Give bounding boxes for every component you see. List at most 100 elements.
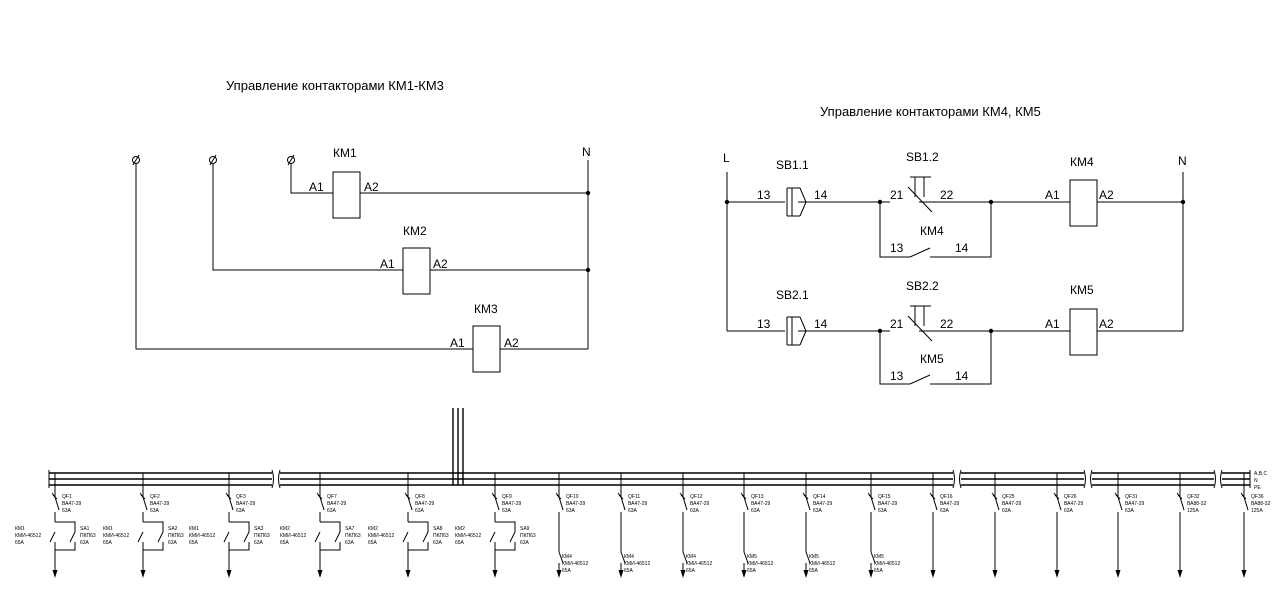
breaker-rating: 63А <box>813 508 823 514</box>
breaker-type: ВА88-32 <box>1251 501 1271 507</box>
terminal-13: 13 <box>890 369 904 383</box>
breaker-label: QF16 <box>940 494 953 500</box>
arrow-down-icon <box>1177 568 1183 578</box>
breaker-rating: 63А <box>62 508 72 514</box>
contactor-type: КМИ-46512 <box>15 533 41 539</box>
arrow-down-icon <box>1241 568 1247 578</box>
breaker-icon <box>1115 494 1123 511</box>
breaker-icon <box>992 494 1000 511</box>
contactor-icon <box>489 531 496 543</box>
n-label: N <box>1178 154 1187 168</box>
switch-rating: 63А <box>345 540 355 546</box>
switch-type: ПКП63 <box>168 533 184 539</box>
breaker-rating: 63А <box>628 508 638 514</box>
breaker-type: ВА47-29 <box>415 501 435 507</box>
contactor-icon <box>314 531 321 543</box>
switch-icon <box>422 531 429 543</box>
breaker-rating: 63А <box>1064 508 1074 514</box>
contactor-rating: 65А <box>809 568 819 574</box>
contactor-type: КМИ-46512 <box>562 561 588 567</box>
coil-km2 <box>402 247 431 295</box>
breaker-icon <box>226 494 234 511</box>
contactor-type: КМИ-46512 <box>368 533 394 539</box>
contactor-type: КМИ-46512 <box>189 533 215 539</box>
switch-label: SA3 <box>254 526 264 532</box>
breaker-label: QF32 <box>1187 494 1200 500</box>
contactor-rating: 65А <box>624 568 634 574</box>
switch-rating: 63А <box>254 540 264 546</box>
breaker-label: QF1 <box>62 494 72 500</box>
contactor-type: КМИ-46512 <box>280 533 306 539</box>
breaker-label: QF13 <box>751 494 764 500</box>
switch-label: SA7 <box>345 526 355 532</box>
breaker-icon <box>1241 494 1249 511</box>
switch-rating: 63А <box>168 540 178 546</box>
breaker-type: ВА47-29 <box>690 501 710 507</box>
terminal-a1: A1 <box>450 336 465 350</box>
pushbutton-label: SB1.2 <box>906 150 939 164</box>
contactor-label: КМ2 <box>368 526 378 532</box>
terminal-a1: A1 <box>1045 188 1060 202</box>
breaker-label: QF14 <box>813 494 826 500</box>
switch-icon <box>509 531 516 543</box>
pushbutton-sb2-1 <box>786 316 812 346</box>
right-title: Управление контакторами КМ4, КМ5 <box>820 104 1041 119</box>
breaker-icon <box>680 494 688 511</box>
feeders: QF1ВА47-2963АКМ1КМИ-4651265АSA1ПКП6363АQ… <box>15 473 1271 578</box>
breaker-icon <box>140 494 148 511</box>
breaker-type: ВА88-32 <box>1187 501 1207 507</box>
coil-label: КМ4 <box>1070 155 1094 169</box>
breaker-icon <box>868 494 876 511</box>
breaker-type: ВА47-29 <box>940 501 960 507</box>
breaker-label: QF36 <box>1251 494 1264 500</box>
switch-type: ПКП63 <box>433 533 449 539</box>
breaker-icon <box>492 494 500 511</box>
switch-label: SA2 <box>168 526 178 532</box>
switch-type: ПКП63 <box>254 533 270 539</box>
pushbutton-label: SB1.1 <box>776 158 809 172</box>
contactor-icon <box>743 551 749 564</box>
breaker-icon <box>741 494 749 511</box>
contactor-icon <box>620 551 626 564</box>
breaker-label: QF26 <box>1064 494 1077 500</box>
arrow-down-icon <box>226 568 232 578</box>
contactor-rating: 65А <box>15 540 25 546</box>
right-circuit: L N SB1.1 13 14 SB1.2 21 22 <box>723 150 1187 385</box>
contact-label: КМ5 <box>920 352 944 366</box>
arrow-down-icon <box>405 568 411 578</box>
terminal-14: 14 <box>955 369 969 383</box>
coil-km5 <box>1069 308 1098 356</box>
breaker-icon <box>1054 494 1062 511</box>
breaker-type: ВА47-29 <box>566 501 586 507</box>
breaker-rating: 63А <box>415 508 425 514</box>
wire-km2 <box>212 164 403 271</box>
coil-label: КМ2 <box>403 224 427 238</box>
contactor-label: КМ1 <box>103 526 113 532</box>
terminal-14: 14 <box>814 188 828 202</box>
switch-label: SA8 <box>433 526 443 532</box>
coil-km4 <box>1069 179 1098 227</box>
arrow-down-icon <box>52 568 58 578</box>
breaker-rating: 63А <box>566 508 576 514</box>
breaker-icon <box>618 494 626 511</box>
bus-label: N <box>1254 478 1258 484</box>
arrow-down-icon <box>1115 568 1121 578</box>
terminal-icon <box>209 154 217 166</box>
arrow-down-icon <box>1054 568 1060 578</box>
pushbutton-sb2-2 <box>907 305 933 342</box>
wire-km1 <box>290 164 333 194</box>
terminal-a2: A2 <box>1099 317 1114 331</box>
breaker-type: ВА47-29 <box>236 501 256 507</box>
contactor-rating: 65А <box>874 568 884 574</box>
breaker-rating: 63А <box>236 508 246 514</box>
contactor-type: КМИ-46512 <box>624 561 650 567</box>
contactor-type: КМИ-46512 <box>455 533 481 539</box>
pushbutton-label: SB2.2 <box>906 279 939 293</box>
